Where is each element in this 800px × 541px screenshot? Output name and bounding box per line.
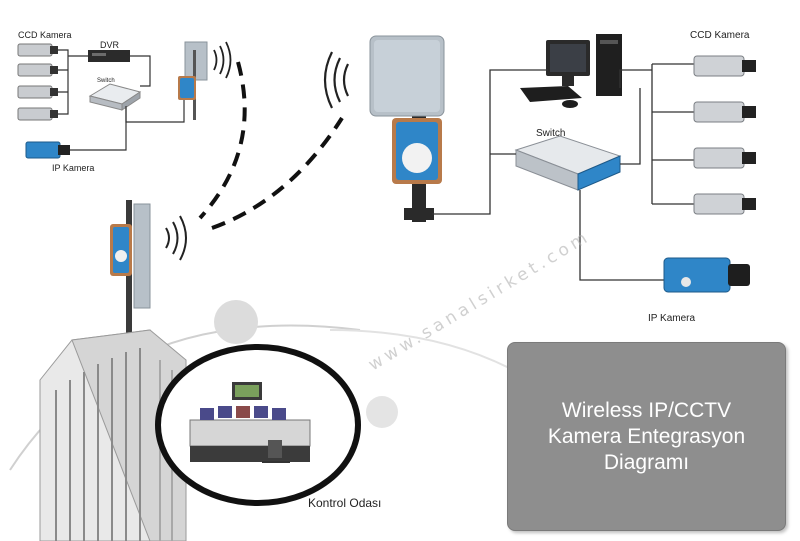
switch-left-device [88, 83, 142, 111]
ccd-camera-right-2 [693, 101, 756, 123]
title-line-1: Wireless IP/CCTV [561, 399, 732, 422]
antenna-center [323, 35, 445, 222]
label-dvr: DVR [100, 40, 120, 50]
left-network [17, 41, 232, 159]
decor-circle-small [366, 396, 398, 428]
label-ccd-camera-right: CCD Kamera [690, 30, 750, 41]
label-ip-camera-right: IP Kamera [648, 313, 696, 324]
ip-camera-right [663, 257, 750, 293]
ccd-camera-left-1 [17, 43, 58, 57]
label-switch-left: Switch [97, 78, 115, 84]
building [39, 329, 187, 541]
dvr-device [88, 50, 130, 62]
label-switch-right: Switch [536, 128, 566, 139]
wireless-link-left [198, 61, 247, 220]
label-ip-camera-left: IP Kamera [52, 163, 95, 173]
antenna-tower [110, 200, 187, 340]
label-ccd-camera-left: CCD Kamera [18, 30, 72, 40]
pc-workstation [520, 34, 622, 108]
wireless-link-center [211, 116, 344, 230]
ccd-camera-right-4 [693, 193, 756, 215]
antenna-left-small [178, 41, 232, 120]
title-box: Wireless IP/CCTV Kamera Entegrasyon Diag… [507, 342, 786, 531]
ccd-camera-right-3 [693, 147, 756, 169]
right-network [432, 34, 756, 293]
label-control-room: Kontrol Odası [308, 496, 382, 510]
ip-camera-left [25, 141, 70, 159]
ccd-camera-right-1 [693, 55, 756, 77]
switch-right-device [514, 135, 622, 191]
control-room-illustration [155, 344, 361, 506]
ccd-camera-left-3 [17, 85, 58, 99]
title-line-3: Diagramı [603, 451, 690, 474]
ccd-camera-left-4 [17, 107, 58, 121]
decor-circle [214, 300, 258, 344]
ccd-camera-left-2 [17, 63, 58, 77]
title-line-2: Kamera Entegrasyon [547, 425, 746, 448]
